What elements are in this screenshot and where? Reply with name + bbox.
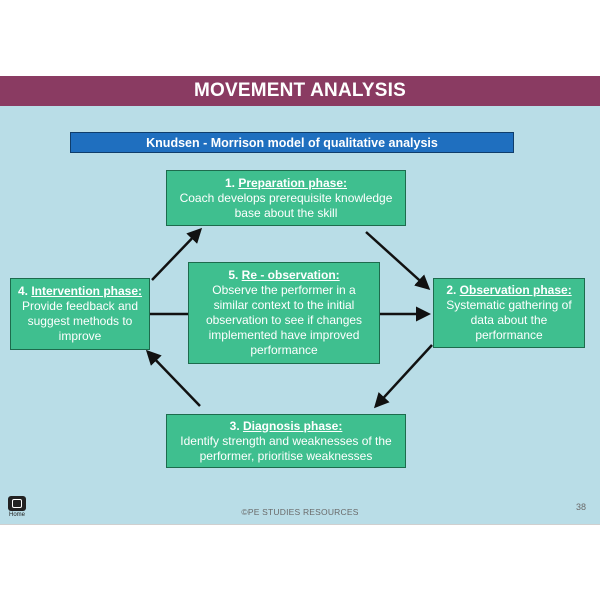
observation-phase-heading: 2. Observation phase: xyxy=(446,283,571,298)
reobservation-phase-number: 5. xyxy=(228,268,242,282)
preparation-phase-text: Coach develops prerequisite knowledge ba… xyxy=(179,190,393,220)
reobservation-phase-box: 5. Re - observation: Observe the perform… xyxy=(188,262,380,364)
observation-phase-number: 2. xyxy=(446,283,460,297)
diagnosis-phase-number: 3. xyxy=(229,418,243,433)
diagnosis-phase-heading: 3. Diagnosis phase: xyxy=(230,419,343,434)
preparation-phase-title: Preparation phase: xyxy=(238,175,348,190)
intervention-phase-text: Provide feedback and suggest methods to … xyxy=(21,299,139,343)
home-button[interactable]: Home xyxy=(6,496,28,522)
copyright-footer: ©PE STUDIES RESOURCES xyxy=(241,507,359,517)
preparation-phase-heading: 1. Preparation phase: xyxy=(225,176,347,191)
intervention-phase-heading: 4. Intervention phase: xyxy=(18,284,142,299)
home-icon xyxy=(8,496,26,511)
intervention-phase-number: 4. xyxy=(17,284,32,298)
reobservation-phase-text: Observe the performer in a similar conte… xyxy=(205,283,363,357)
diagnosis-phase-box: 3. Diagnosis phase: Identify strength an… xyxy=(166,414,406,468)
observation-phase-box: 2. Observation phase: Systematic gatheri… xyxy=(433,278,585,348)
diagnosis-phase-text: Identify strength and weaknesses of the … xyxy=(180,433,392,463)
reobservation-phase-title: Re - observation: xyxy=(241,268,340,282)
intervention-phase-title: Intervention phase: xyxy=(31,284,143,298)
observation-phase-title: Observation phase: xyxy=(459,283,572,297)
home-label: Home xyxy=(8,512,25,518)
model-subtitle: Knudsen - Morrison model of qualitative … xyxy=(70,132,514,153)
preparation-phase-number: 1. xyxy=(224,175,239,190)
reobservation-phase-heading: 5. Re - observation: xyxy=(228,268,339,283)
diagnosis-phase-title: Diagnosis phase: xyxy=(242,418,343,433)
preparation-phase-box: 1. Preparation phase: Coach develops pre… xyxy=(166,170,406,226)
page-number: 38 xyxy=(575,502,586,512)
slide-title: MOVEMENT ANALYSIS xyxy=(0,76,600,106)
observation-phase-text: Systematic gathering of data about the p… xyxy=(446,298,572,342)
intervention-phase-box: 4. Intervention phase: Provide feedback … xyxy=(10,278,150,350)
